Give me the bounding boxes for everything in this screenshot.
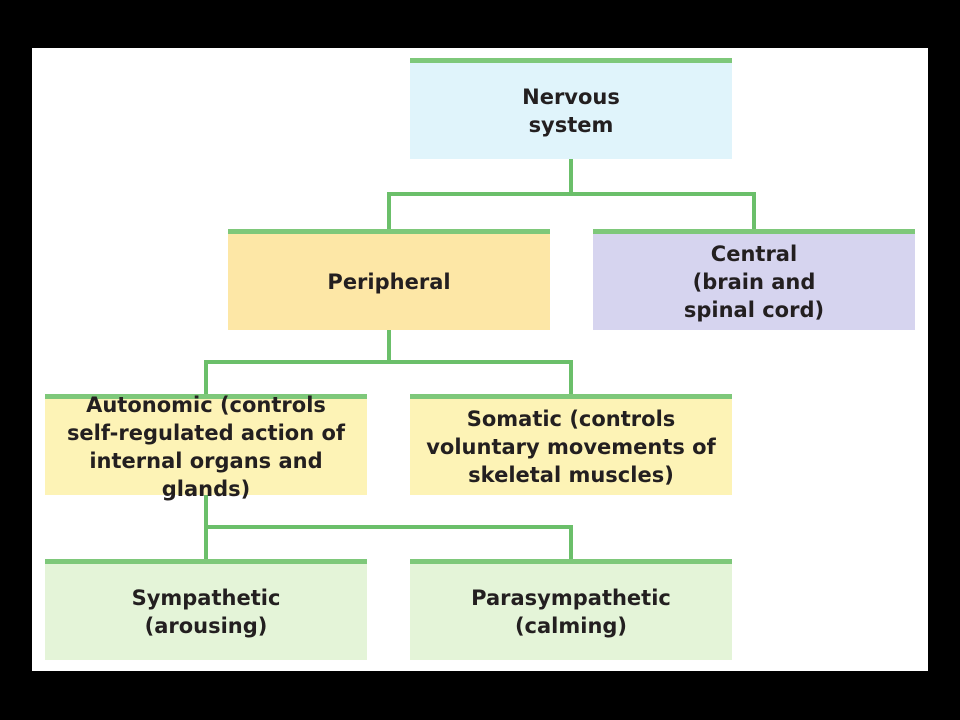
node-somatic-label: Somatic (controls voluntary movements of…: [426, 407, 716, 487]
node-autonomic: Autonomic (controls self-regulated actio…: [45, 393, 367, 501]
node-autonomic-label: Autonomic (controls self-regulated actio…: [66, 393, 346, 501]
diagram-canvas: Nervous system Peripheral Central (brain…: [32, 48, 928, 671]
node-peripheral-label: Peripheral: [327, 270, 451, 294]
node-central-label: Central (brain and spinal cord): [683, 242, 825, 322]
node-peripheral: Peripheral: [228, 229, 550, 330]
node-central: Central (brain and spinal cord): [593, 229, 915, 330]
node-somatic: Somatic (controls voluntary movements of…: [410, 394, 732, 495]
node-nervous-system-label: Nervous system: [522, 85, 620, 137]
node-sympathetic-label: Sympathetic (arousing): [131, 586, 281, 638]
node-sympathetic: Sympathetic (arousing): [45, 559, 367, 660]
node-parasympathetic-label: Parasympathetic (calming): [471, 586, 671, 638]
node-nervous-system: Nervous system: [410, 58, 732, 159]
connector-lines: [204, 157, 756, 561]
node-parasympathetic: Parasympathetic (calming): [410, 559, 732, 660]
